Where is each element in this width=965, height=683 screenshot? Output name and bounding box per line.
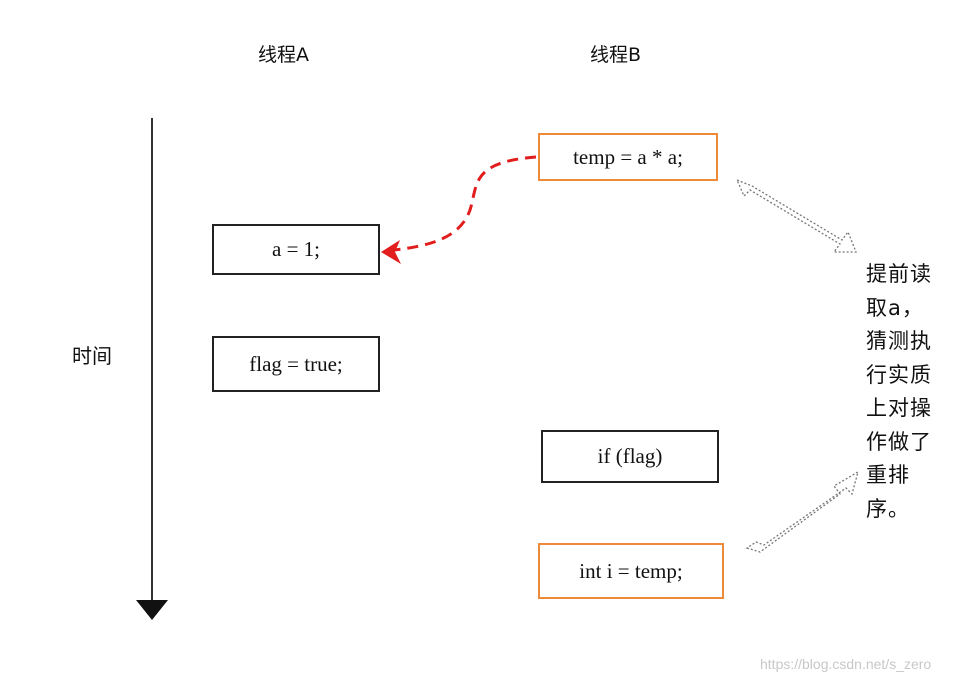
time-axis-arrowhead-icon — [136, 600, 168, 620]
thread-b-op-read-temp-text: temp = a * a; — [573, 144, 683, 169]
thread-a-op-set-flag: flag = true; — [212, 336, 380, 392]
reorder-annotation: 提前读 取a， 猜测执 行实质 上对操 作做了 重排 序。 — [866, 262, 932, 521]
thread-b-op-read-temp: temp = a * a; — [538, 133, 718, 181]
thread-b-op-check-flag-text: if (flag) — [597, 444, 663, 468]
reorder-arrow-path — [393, 155, 537, 252]
time-axis-label: 时间 — [72, 344, 112, 368]
watermark: https://blog.csdn.net/s_zero — [760, 656, 932, 672]
thread-b-header: 线程B — [590, 44, 642, 66]
thread-b-op-assign-i: int i = temp; — [538, 543, 724, 599]
pointer-arrow-top-icon — [735, 178, 857, 253]
thread-b-op-check-flag: if (flag) — [541, 430, 719, 483]
thread-a-op-assign-a: a = 1; — [212, 224, 380, 275]
thread-b-op-assign-i-text: int i = temp; — [579, 558, 683, 583]
thread-a-header: 线程A — [258, 44, 309, 66]
pointer-arrow-bottom-icon — [745, 470, 860, 553]
thread-a-op-assign-a-text: a = 1; — [272, 237, 320, 261]
reorder-arrowhead-icon — [381, 240, 401, 264]
thread-a-op-set-flag-text: flag = true; — [249, 351, 343, 376]
